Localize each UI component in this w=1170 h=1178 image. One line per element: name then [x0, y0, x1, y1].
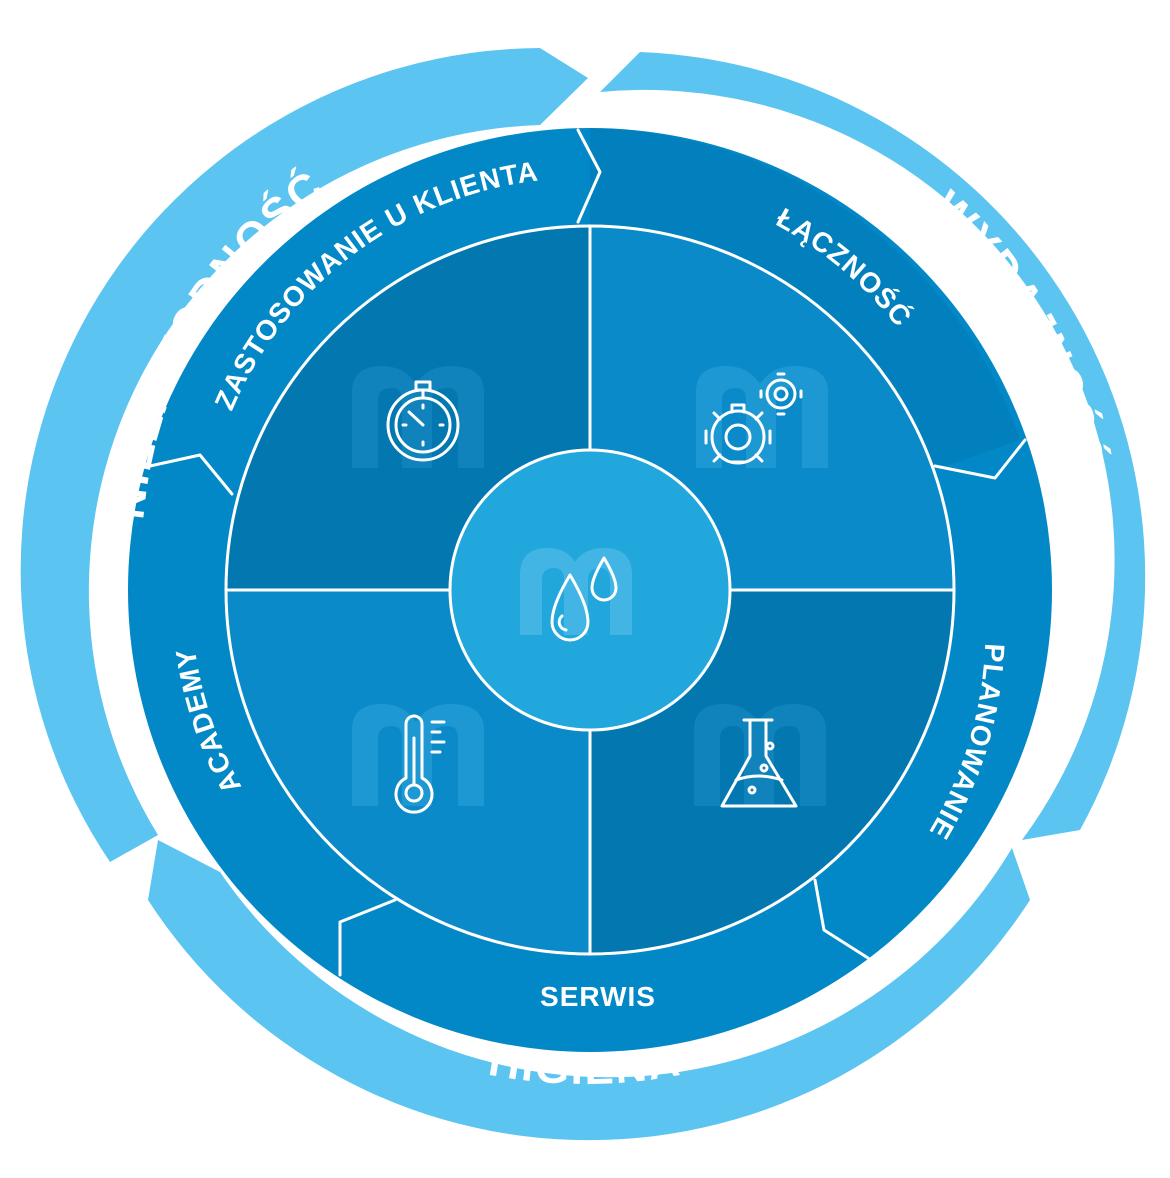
segment-divider — [148, 453, 234, 496]
flask-icon — [720, 718, 798, 808]
quadrant-top-right-content — [696, 366, 828, 468]
thermometer-icon — [394, 714, 446, 814]
ghost-logo — [694, 704, 826, 806]
quadrant-bottom-right-content — [694, 704, 826, 808]
outer-segment-bottom — [148, 840, 1030, 1141]
center-circle — [448, 448, 732, 732]
quadrant-top-left-content — [352, 366, 484, 468]
quadrant-bottom-left-content — [352, 704, 484, 814]
outer-segment-right — [600, 52, 1146, 840]
outer-ring — [20, 48, 1146, 1141]
ghost-logo — [352, 366, 484, 468]
gears-icon — [704, 372, 803, 465]
outer-label-bottom: HIGIENA — [485, 1036, 685, 1094]
ghost-logo — [696, 366, 828, 468]
center-hub — [448, 448, 732, 732]
segment-divider — [933, 438, 1027, 480]
stopwatch-icon — [386, 380, 460, 462]
water-drops-icon — [550, 556, 618, 642]
segment-label-bottom: SERWIS — [540, 981, 656, 1012]
segment-divider — [813, 878, 870, 960]
segment-divider — [338, 898, 397, 977]
segment-divider — [576, 128, 602, 224]
ghost-logo — [352, 704, 484, 806]
center-logo — [520, 548, 632, 635]
outer-segment-left — [20, 48, 589, 862]
